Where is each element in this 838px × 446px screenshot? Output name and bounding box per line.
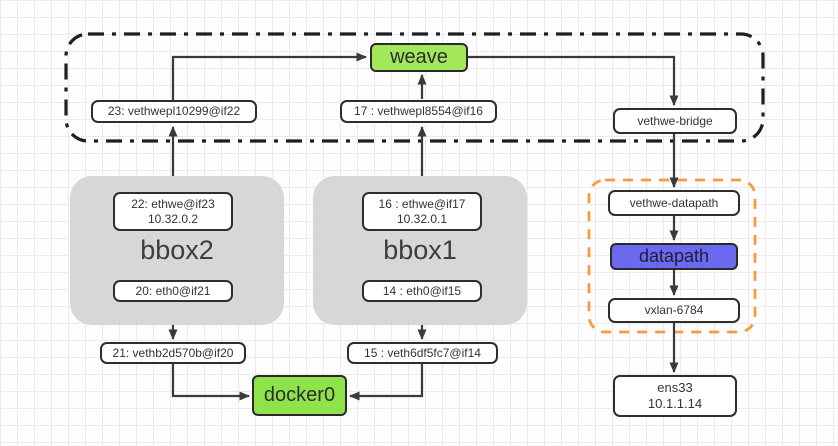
node-docker0: docker0 xyxy=(252,375,347,416)
node-bbox1-eth0: 14 : eth0@if15 xyxy=(362,280,482,302)
bbox2-ethwe-name: 22: ethwe@if23 xyxy=(131,196,215,211)
node-datapath: datapath xyxy=(610,243,738,270)
node-bbox1-ethwe: 16 : ethwe@if17 10.32.0.1 xyxy=(362,192,482,231)
node-weave: weave xyxy=(370,43,468,72)
node-vxlan-6784: vxlan-6784 xyxy=(608,298,740,323)
node-veth21: 21: vethb2d570b@if20 xyxy=(100,342,246,364)
node-bbox2-ethwe: 22: ethwe@if23 10.32.0.2 xyxy=(113,192,233,231)
node-veth23: 23: vethwepl10299@if22 xyxy=(91,100,257,123)
arrow-veth23-to-weave xyxy=(171,52,367,100)
bbox1-ethwe-name: 16 : ethwe@if17 xyxy=(378,196,466,211)
node-veth17: 17 : vethwepl8554@if16 xyxy=(340,100,497,123)
arrow-veth15-to-docker0 xyxy=(349,364,424,401)
bbox2-title: bbox2 xyxy=(140,235,214,265)
node-ens33: ens33 10.1.1.14 xyxy=(613,375,737,417)
bbox1-ethwe-ip: 10.32.0.1 xyxy=(396,211,448,226)
arrow-weave-to-bridge xyxy=(468,55,679,106)
bbox2-ethwe-ip: 10.32.0.2 xyxy=(147,211,199,226)
node-vethwe-bridge: vethwe-bridge xyxy=(613,108,737,134)
ens33-ip: 10.1.1.14 xyxy=(647,396,703,411)
node-veth15: 15 : veth6df5fc7@if14 xyxy=(347,342,498,364)
ens33-name: ens33 xyxy=(657,379,693,395)
node-bbox2-eth0: 20: eth0@if21 xyxy=(113,280,233,302)
bbox1-title: bbox1 xyxy=(383,235,457,265)
arrow-veth21-to-docker0 xyxy=(171,364,250,401)
node-vethwe-datapath: vethwe-datapath xyxy=(608,190,740,216)
